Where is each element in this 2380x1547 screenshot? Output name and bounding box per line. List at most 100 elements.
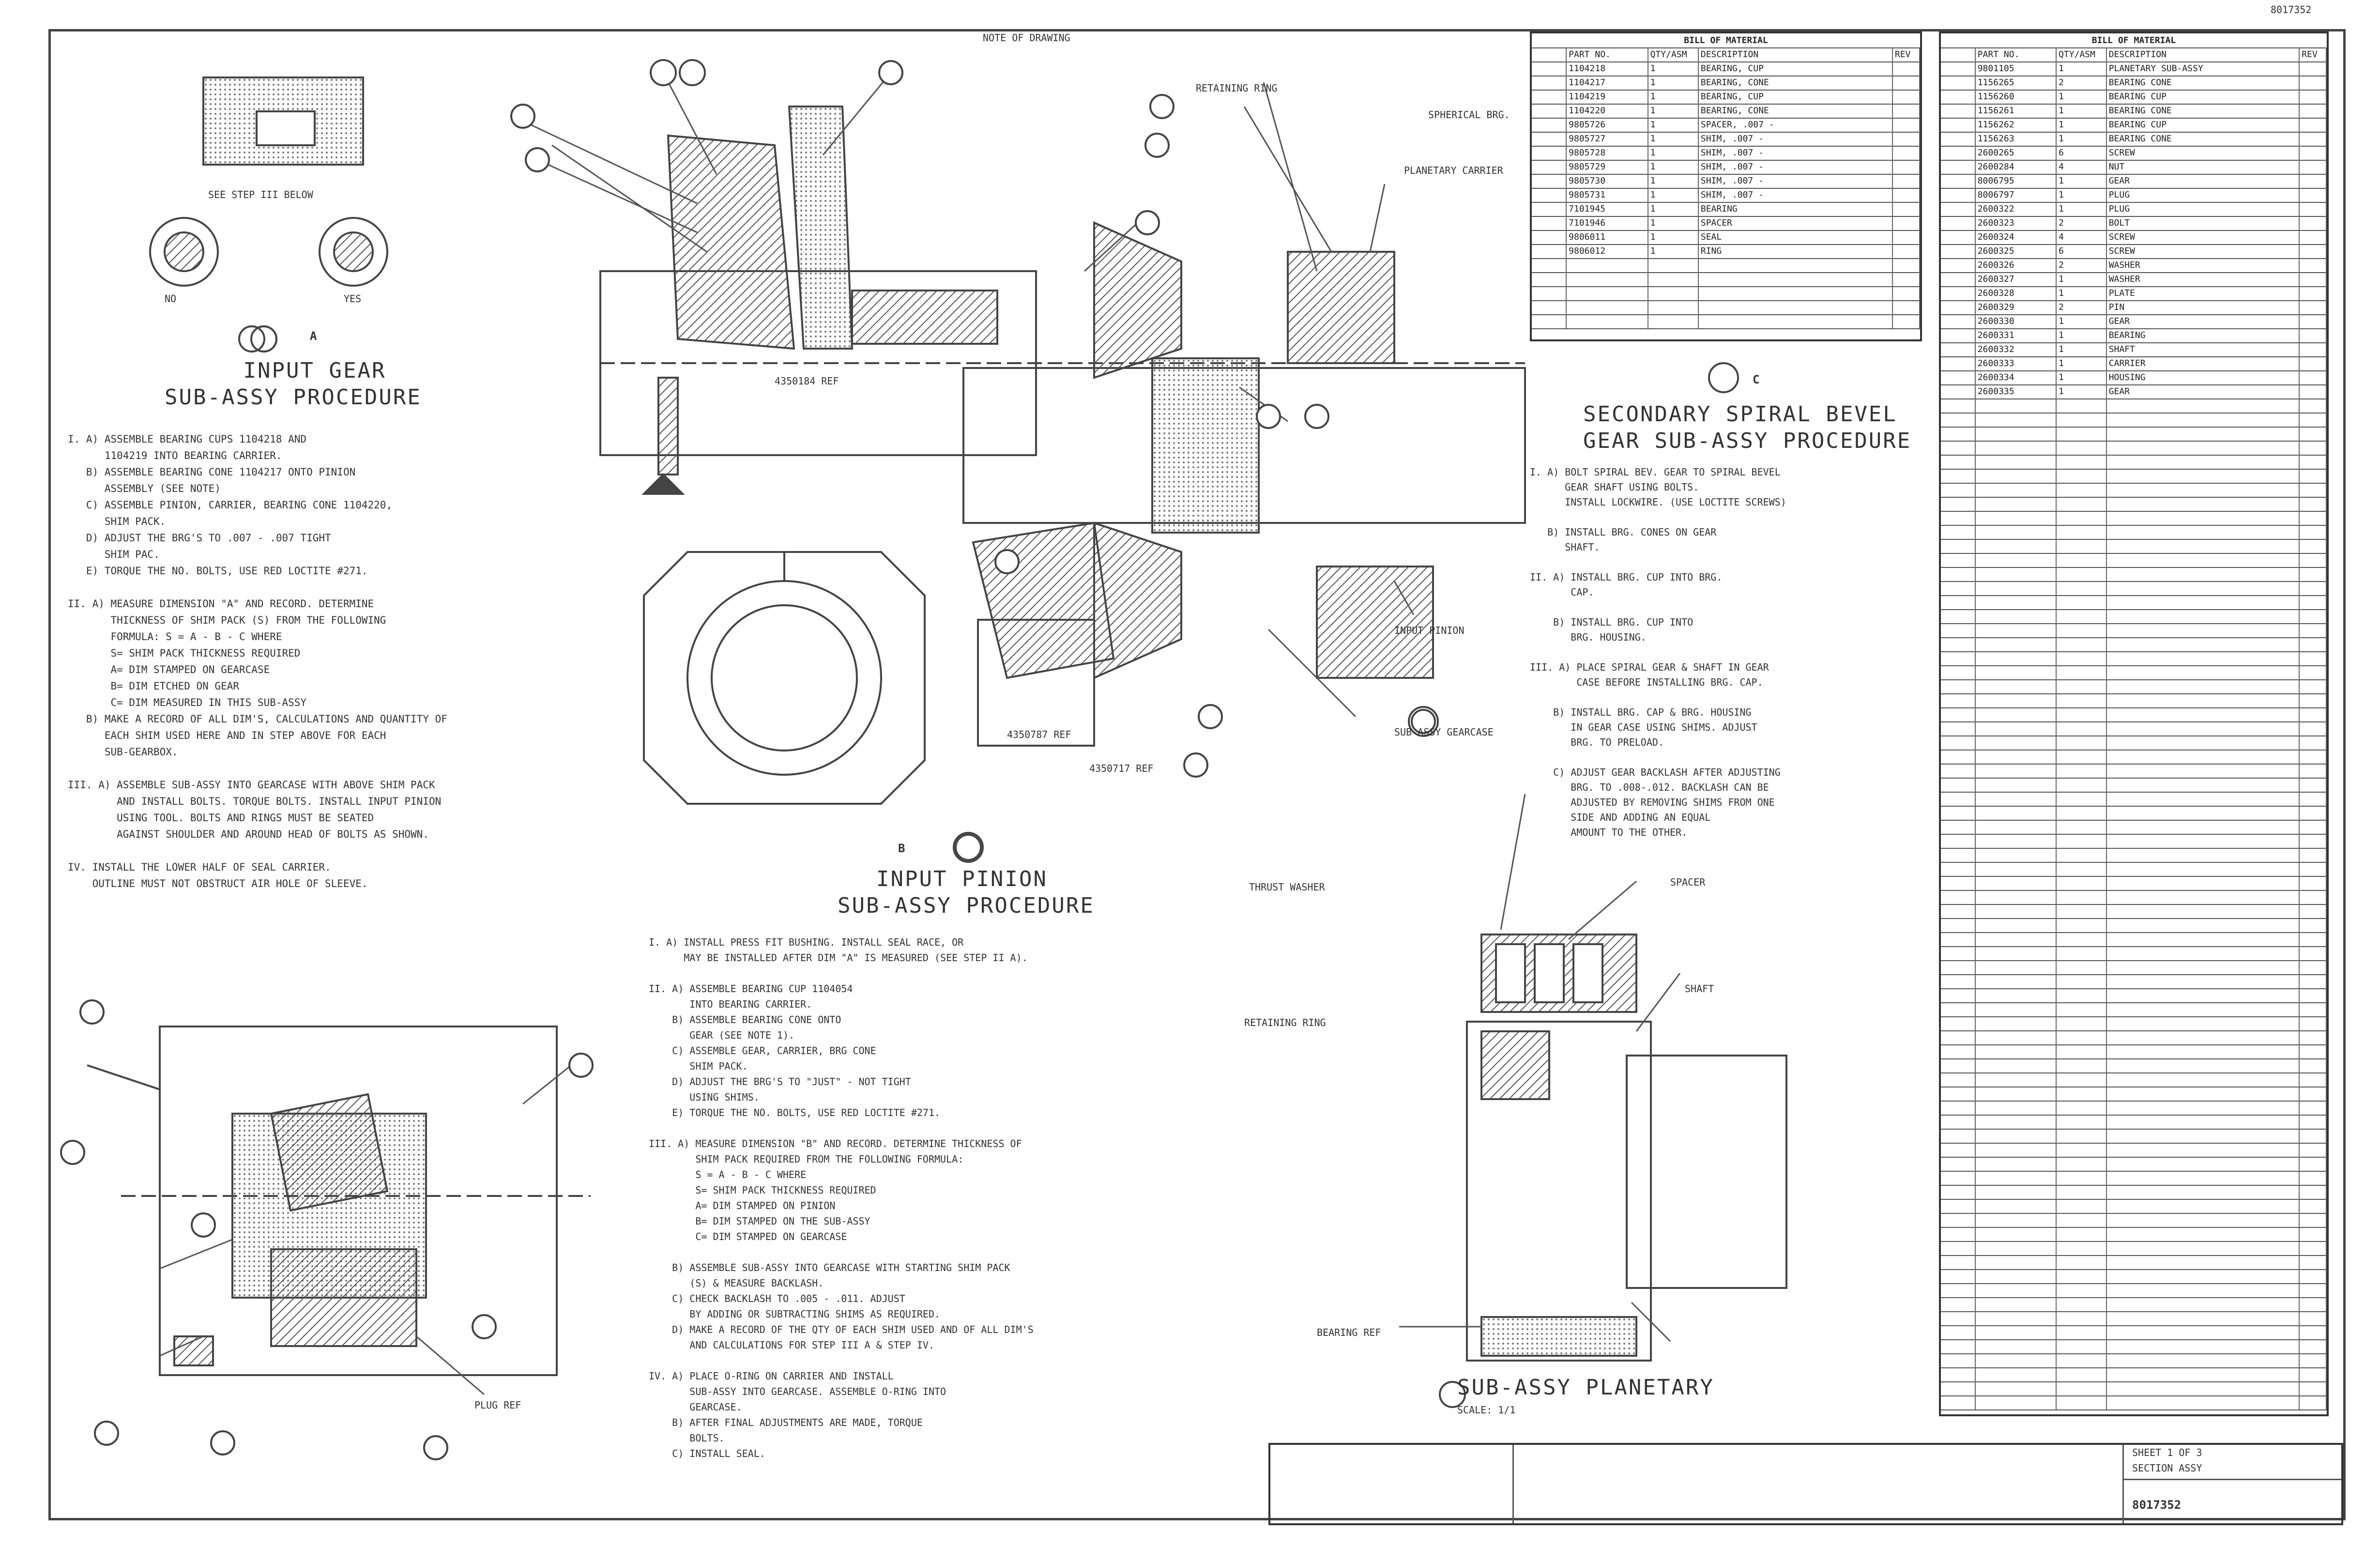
bom-row-empty bbox=[1941, 834, 2327, 849]
bom-cell bbox=[2107, 820, 2300, 834]
bom-cell bbox=[1941, 735, 1976, 750]
bom-cell bbox=[1941, 1395, 1976, 1409]
bom-cell bbox=[1893, 174, 1920, 188]
bom-cell bbox=[1976, 820, 2057, 834]
bom-cell bbox=[1976, 721, 2057, 735]
bom-cell bbox=[2300, 1269, 2327, 1283]
bom-cell: 2600333 bbox=[1976, 356, 2057, 370]
bom-cell bbox=[1976, 398, 2057, 413]
bom-cell bbox=[1941, 1199, 1976, 1213]
secondary_spiral-line bbox=[1530, 600, 1786, 615]
bom-cell bbox=[1976, 890, 2057, 904]
planetary-title: SUB-ASSY PLANETARY bbox=[1457, 1375, 1714, 1400]
bom-cell bbox=[1532, 174, 1567, 188]
bom-cell: 1 bbox=[1648, 61, 1699, 76]
bom-cell: 2600326 bbox=[1976, 258, 2057, 272]
bom-cell bbox=[2300, 932, 2327, 946]
bom-cell bbox=[1941, 427, 1976, 441]
bom-cell bbox=[2300, 623, 2327, 637]
input-gear-section bbox=[599, 106, 1526, 747]
bom-row-empty bbox=[1941, 1016, 2327, 1031]
bom-cell bbox=[1976, 1297, 2057, 1311]
bom-cell bbox=[2057, 1339, 2107, 1353]
bom-cell bbox=[2057, 1311, 2107, 1325]
bom-cell: PLUG bbox=[2107, 202, 2300, 216]
bom-cell: BOLT bbox=[2107, 216, 2300, 230]
bom-cell bbox=[2300, 384, 2327, 398]
bom-cell: 1 bbox=[1648, 188, 1699, 202]
bom-cell: 1156262 bbox=[1976, 118, 2057, 132]
bom-cell bbox=[2057, 946, 2107, 960]
bom-cell bbox=[2300, 876, 2327, 890]
bom-row-empty bbox=[1941, 918, 2327, 933]
callout-plug-ref: PLUG REF bbox=[474, 1399, 521, 1411]
bom-cell bbox=[1893, 104, 1920, 118]
bom-cell: 1 bbox=[1648, 244, 1699, 258]
bom-cell bbox=[1976, 511, 2057, 525]
bom-cell: CARRIER bbox=[2107, 356, 2300, 370]
bom-cell: 2600330 bbox=[1976, 314, 2057, 328]
input-gear-title-2: SUB-ASSY PROCEDURE bbox=[165, 385, 422, 410]
bom-row-empty bbox=[1941, 862, 2327, 877]
bom-cell bbox=[2107, 932, 2300, 946]
bom-cell bbox=[1893, 286, 1920, 300]
view-b-letter: B bbox=[898, 842, 905, 855]
bom-row-empty bbox=[1941, 750, 2327, 765]
bom-cell bbox=[2107, 1058, 2300, 1072]
input_gear-line: ASSEMBLY (SEE NOTE) bbox=[68, 483, 221, 494]
input_gear-line: B) ASSEMBLE BEARING CONE 1104217 ONTO PI… bbox=[68, 466, 356, 478]
bom-cell bbox=[2300, 356, 2327, 370]
bom-cell bbox=[2300, 342, 2327, 356]
bom-cell bbox=[2057, 1395, 2107, 1409]
bom-cell bbox=[1941, 1381, 1976, 1395]
input_pinion-line: GEAR (SEE NOTE 1). bbox=[649, 1029, 795, 1041]
bom-cell bbox=[2057, 1241, 2107, 1255]
bom-cell bbox=[1976, 974, 2057, 988]
bom-cell bbox=[1941, 1115, 1976, 1129]
callout-gear-ref: 4350787 REF bbox=[1007, 729, 1071, 740]
bom-cell bbox=[2057, 427, 2107, 441]
bom-cell bbox=[2107, 778, 2300, 792]
bom-cell bbox=[1532, 90, 1567, 104]
bom-cell bbox=[2300, 946, 2327, 960]
bom-cell bbox=[2300, 1367, 2327, 1381]
bom-row-empty bbox=[1941, 511, 2327, 526]
bom-cell bbox=[2300, 567, 2327, 581]
bom-cell bbox=[2057, 876, 2107, 890]
bom-cell bbox=[2300, 314, 2327, 328]
bom-row-empty bbox=[1941, 483, 2327, 498]
bom-cell bbox=[1941, 258, 1976, 272]
bom-cell bbox=[1532, 146, 1567, 160]
bom-row-empty bbox=[1941, 1044, 2327, 1059]
bom-row-empty bbox=[1532, 272, 1920, 287]
title-block: SHEET 1 OF 3 SECTION ASSY 8017352 bbox=[1268, 1443, 2343, 1525]
bom-cell bbox=[2107, 1087, 2300, 1101]
bom-cell bbox=[2057, 1072, 2107, 1087]
bom-cell bbox=[1941, 1185, 1976, 1199]
bom-cell: PLANETARY SUB-ASSY bbox=[2107, 61, 2300, 76]
bom-row-empty bbox=[1941, 693, 2327, 708]
bom-cell: 2600265 bbox=[1976, 146, 2057, 160]
bom-cell bbox=[2057, 483, 2107, 497]
bom-cell bbox=[2300, 778, 2327, 792]
bom-cell: SHIM, .007 - bbox=[1699, 146, 1893, 160]
secondary_spiral-line: AMOUNT TO THE OTHER. bbox=[1530, 827, 1688, 838]
bom-cell bbox=[2300, 707, 2327, 721]
bom-cell bbox=[1941, 904, 1976, 918]
bom-cell: 1 bbox=[2057, 328, 2107, 342]
secondary_spiral-line bbox=[1530, 510, 1786, 525]
bom-cell: 1104220 bbox=[1567, 104, 1648, 118]
bom-cell bbox=[1976, 764, 2057, 778]
bom-cell bbox=[2300, 1016, 2327, 1030]
title-block-company: SECTION ASSY bbox=[2132, 1462, 2202, 1474]
bom-cell bbox=[1941, 1213, 1976, 1227]
input_pinion-line: C) CHECK BACKLASH TO .005 - .011. ADJUST bbox=[649, 1293, 905, 1304]
input-pinion-procedure: I. A) INSTALL PRESS FIT BUSHING. INSTALL… bbox=[649, 934, 1034, 1461]
